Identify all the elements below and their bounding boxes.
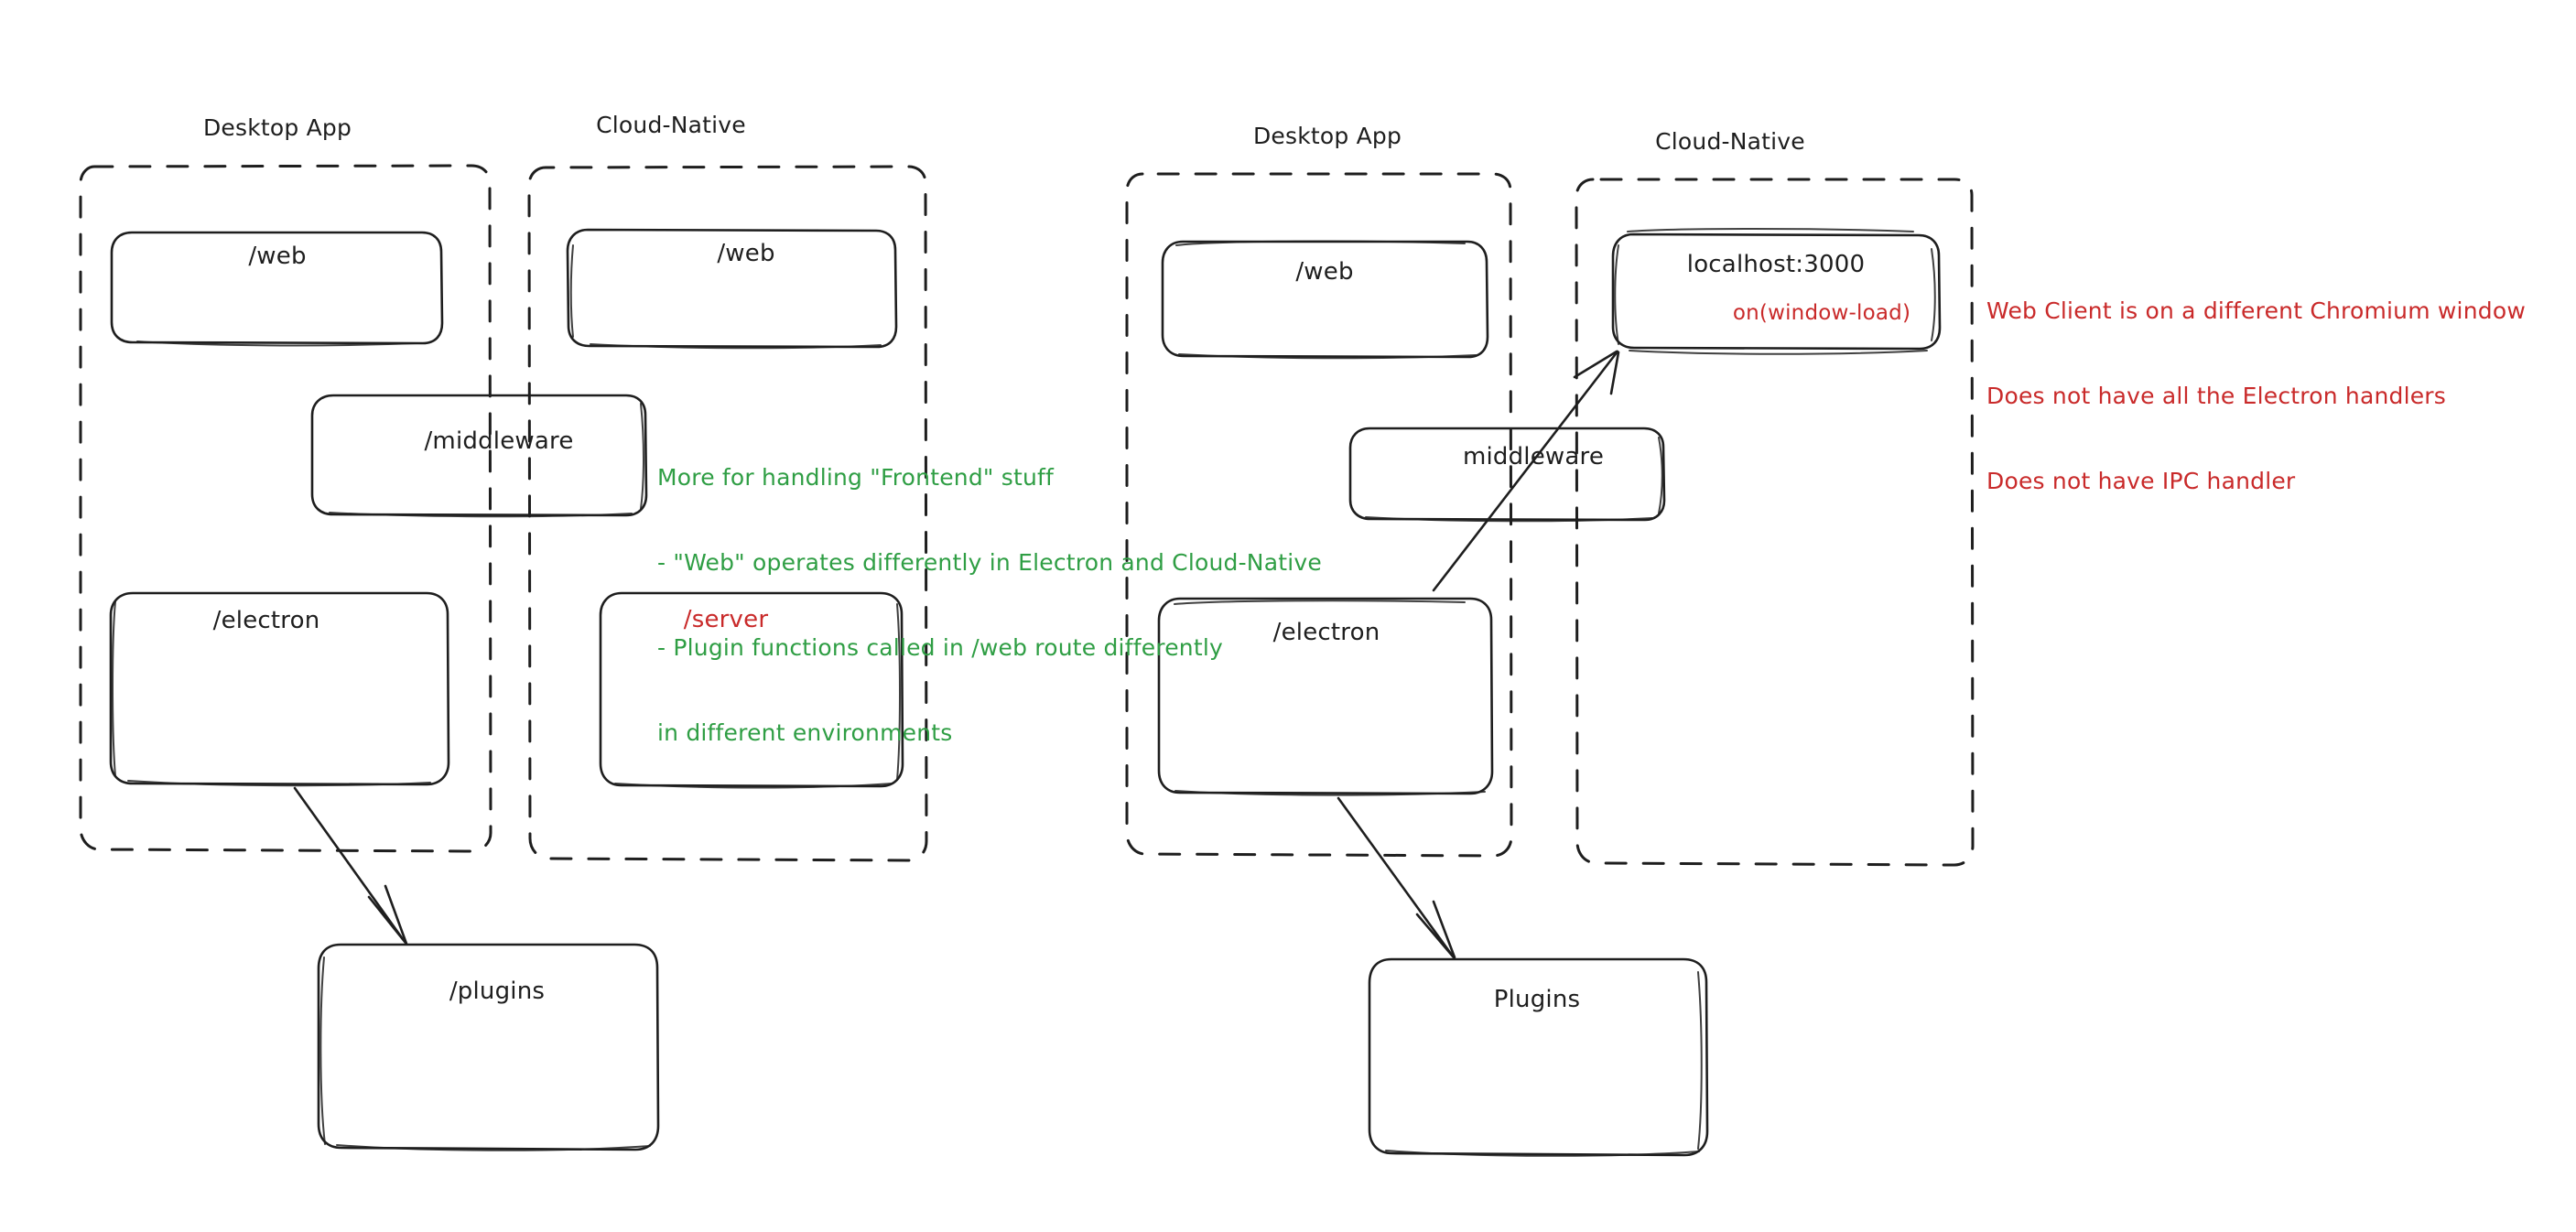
node-left-web-cloud-outline bbox=[566, 228, 898, 350]
edge-right-electron-to-plugins bbox=[1337, 796, 1456, 959]
node-label-left-web-cloud[interactable]: /web bbox=[717, 240, 775, 267]
node-label-left-server[interactable]: /server bbox=[683, 606, 769, 633]
group-left-desktop-app-outline bbox=[79, 164, 492, 853]
node-left-middleware-outline bbox=[310, 394, 648, 518]
node-label-right-middleware[interactable]: middleware bbox=[1462, 443, 1605, 470]
node-left-plugins-outline bbox=[317, 943, 660, 1151]
edge-left-electron-to-plugins bbox=[293, 786, 408, 946]
annotation-right-red-line-3: Does not have IPC handler bbox=[1986, 468, 2296, 494]
node-label-right-electron[interactable]: /electron bbox=[1272, 619, 1380, 646]
node-right-localhost-outline bbox=[1611, 228, 1942, 355]
node-label-left-web-desktop[interactable]: /web bbox=[248, 243, 307, 270]
annotation-left-green: More for handling "Frontend" stuff - "We… bbox=[657, 406, 1322, 804]
group-label-left-cloud-native: Cloud-Native bbox=[596, 112, 746, 138]
node-right-web-desktop-outline bbox=[1161, 240, 1489, 360]
node-sublabel-right-localhost-onwindowload: on(window-load) bbox=[1732, 301, 1911, 325]
annotation-right-red-line-2: Does not have all the Electron handlers bbox=[1986, 383, 2447, 409]
node-left-server-outline bbox=[599, 591, 904, 789]
node-label-left-middleware[interactable]: /middleware bbox=[424, 427, 574, 455]
node-label-left-plugins[interactable]: /plugins bbox=[449, 978, 546, 1005]
node-label-right-web-desktop[interactable]: /web bbox=[1295, 258, 1354, 286]
group-label-right-cloud-native: Cloud-Native bbox=[1655, 128, 1805, 155]
node-left-web-desktop-outline bbox=[110, 231, 444, 347]
group-label-left-desktop-app: Desktop App bbox=[202, 114, 352, 141]
group-right-desktop-app-outline bbox=[1125, 172, 1513, 858]
node-right-middleware-outline bbox=[1348, 427, 1666, 523]
annotation-left-green-line-4: in different environments bbox=[657, 719, 953, 746]
node-left-electron-outline bbox=[109, 591, 450, 787]
node-label-right-plugins[interactable]: Plugins bbox=[1493, 986, 1581, 1013]
annotation-left-green-line-2: - "Web" operates differently in Electron… bbox=[657, 549, 1322, 576]
node-right-electron-outline bbox=[1157, 597, 1494, 796]
node-right-plugins-outline bbox=[1368, 957, 1709, 1157]
annotation-left-green-line-1: More for handling "Frontend" stuff bbox=[657, 464, 1055, 491]
node-label-left-electron[interactable]: /electron bbox=[212, 607, 320, 634]
edge-right-electron-to-localhost bbox=[1432, 350, 1620, 592]
group-left-cloud-native-outline bbox=[527, 165, 928, 862]
annotation-right-red: Web Client is on a different Chromium wi… bbox=[1986, 240, 2526, 552]
group-right-cloud-native-outline bbox=[1575, 178, 1975, 867]
group-label-right-desktop-app: Desktop App bbox=[1252, 123, 1402, 149]
node-label-right-localhost[interactable]: localhost:3000 bbox=[1686, 251, 1866, 278]
annotation-left-green-line-3: - Plugin functions called in /web route … bbox=[657, 634, 1223, 661]
annotation-right-red-line-1: Web Client is on a different Chromium wi… bbox=[1986, 297, 2526, 324]
